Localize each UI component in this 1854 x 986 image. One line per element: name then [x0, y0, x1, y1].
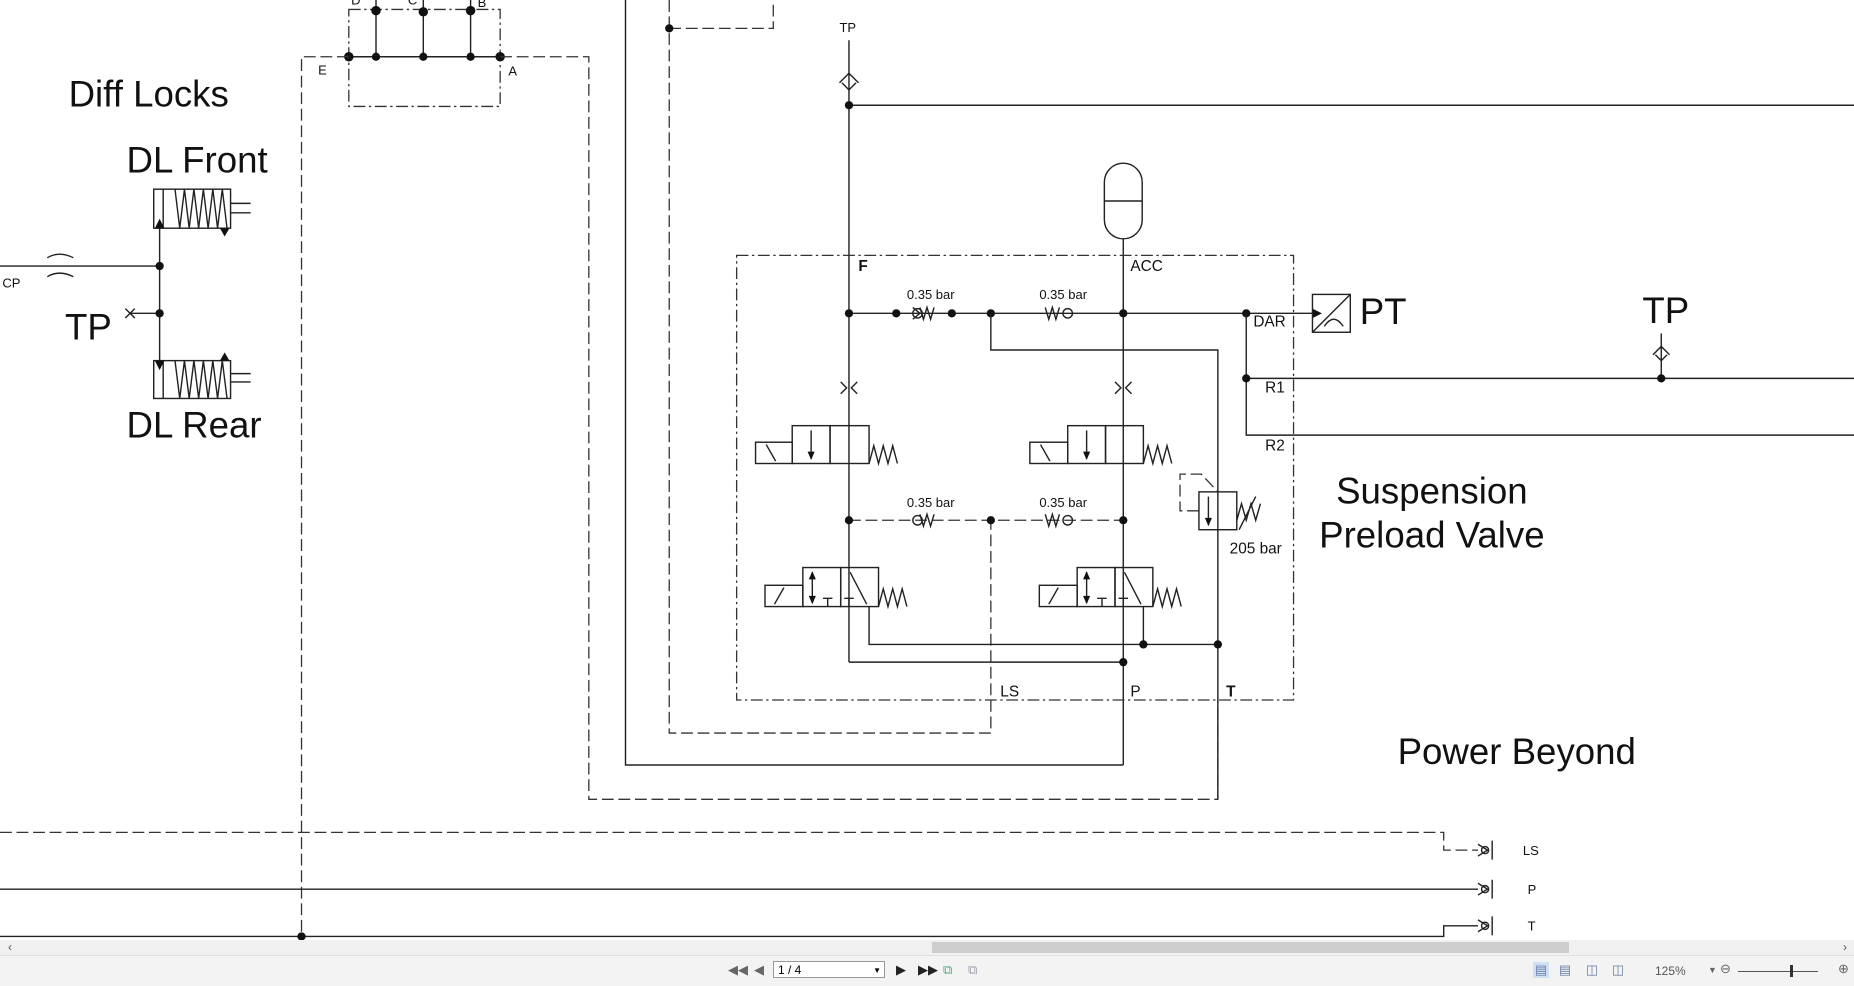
port-ls-label: LS: [1000, 683, 1019, 700]
two-page-view-icon[interactable]: ◫: [1585, 962, 1599, 977]
port-b-label: B: [478, 0, 487, 10]
port-p-label: P: [1130, 683, 1140, 700]
last-page-icon[interactable]: ▶▶: [918, 962, 938, 977]
single-page-view-icon[interactable]: ▤: [1533, 962, 1549, 978]
check-valve-pressure-label: 0.35 bar: [907, 287, 955, 302]
hydraulic-schematic: Diff Locks DL Front TP DL Rear CP D C B …: [0, 0, 1854, 940]
zoom-slider[interactable]: [1738, 971, 1818, 972]
fit-page-icon[interactable]: ⧉: [943, 962, 953, 977]
manifold-block: D C B E A: [318, 0, 517, 108]
solenoid-valve-lower-left: [764, 566, 908, 610]
page-number-input[interactable]: 1 / 4 ▼: [773, 961, 885, 978]
tp-right-label: TP: [1642, 290, 1689, 331]
orifice-icon: [46, 253, 74, 278]
zoom-slider-thumb[interactable]: [1790, 965, 1793, 977]
two-page-continuous-icon[interactable]: ◫: [1611, 962, 1625, 977]
suspension-title-line2: Preload Valve: [1319, 514, 1544, 555]
solenoid-valve-upper-right: [1029, 424, 1173, 467]
test-point-icon: [1652, 345, 1671, 362]
check-valve-icon: [1044, 511, 1061, 529]
pb-t-label: T: [1528, 919, 1536, 934]
zoom-out-icon[interactable]: ⊖: [1720, 961, 1731, 976]
port-acc-label: ACC: [1130, 258, 1162, 275]
dl-front-label: DL Front: [127, 140, 268, 181]
orifice-icon: [840, 381, 858, 395]
tp-left-label: TP: [65, 306, 112, 347]
port-a-label: A: [508, 64, 517, 79]
port-r2-label: R2: [1265, 437, 1285, 454]
zoom-dropdown-icon[interactable]: ▼: [1708, 965, 1717, 975]
horizontal-scrollbar[interactable]: ‹ ›: [0, 940, 1854, 955]
diff-locks-title: Diff Locks: [69, 73, 229, 114]
check-valve-pressure-label: 0.35 bar: [1039, 287, 1087, 302]
continuous-view-icon[interactable]: ▤: [1558, 962, 1572, 977]
tp-top-label: TP: [840, 20, 857, 35]
pressure-transducer-icon: [1311, 293, 1352, 333]
port-e-label: E: [318, 62, 327, 77]
port-d-label: D: [351, 0, 360, 8]
check-valve-pressure-label: 0.35 bar: [907, 495, 955, 510]
check-valve-icon: [1044, 304, 1061, 322]
cp-label: CP: [2, 275, 20, 290]
zoom-level[interactable]: 125%: [1655, 964, 1686, 978]
suspension-preload-valve-block: [735, 254, 1295, 701]
chevron-down-icon[interactable]: ▼: [873, 966, 881, 975]
suspension-title-line1: Suspension: [1336, 471, 1528, 512]
page-number-value: 1 / 4: [778, 963, 802, 977]
test-point-icon: [839, 72, 859, 91]
check-valve-pressure-label: 0.35 bar: [1039, 495, 1087, 510]
prev-page-icon[interactable]: ◀: [754, 962, 764, 977]
power-beyond-title: Power Beyond: [1398, 731, 1636, 772]
relief-pressure-label: 205 bar: [1230, 540, 1282, 557]
test-point-icon: [124, 308, 136, 319]
port-dar-label: DAR: [1253, 313, 1285, 330]
relief-valve: [1179, 473, 1262, 531]
port-t-label: T: [1226, 683, 1236, 700]
next-page-icon[interactable]: ▶: [896, 962, 906, 977]
scroll-left-icon[interactable]: ‹: [8, 940, 12, 954]
zoom-in-icon[interactable]: ⊕: [1838, 961, 1849, 976]
pt-label: PT: [1360, 291, 1407, 332]
port-r1-label: R1: [1265, 380, 1285, 397]
coupler-icons: [1477, 840, 1493, 936]
pb-p-label: P: [1528, 882, 1537, 897]
orifice-icon: [1114, 381, 1133, 395]
dl-front-cylinder: [153, 188, 251, 237]
first-page-icon[interactable]: ◀◀: [728, 962, 748, 977]
dl-rear-cylinder: [153, 352, 251, 400]
port-c-label: C: [408, 0, 417, 8]
solenoid-valve-upper-left: [754, 424, 899, 467]
scrollbar-thumb[interactable]: [932, 942, 1569, 953]
scroll-right-icon[interactable]: ›: [1843, 940, 1847, 954]
fit-width-icon[interactable]: ⧉: [968, 962, 978, 977]
dl-rear-label: DL Rear: [127, 404, 262, 445]
viewer-toolbar: ◀◀ ◀ 1 / 4 ▼ ▶ ▶▶ ⧉ ⧉ ▤ ▤ ◫ ◫ 125% ▼ ⊖ ⊕: [0, 955, 1854, 986]
port-f-label: F: [858, 258, 867, 275]
pb-ls-label: LS: [1523, 843, 1539, 858]
solenoid-valve-lower-right: [1038, 566, 1182, 610]
